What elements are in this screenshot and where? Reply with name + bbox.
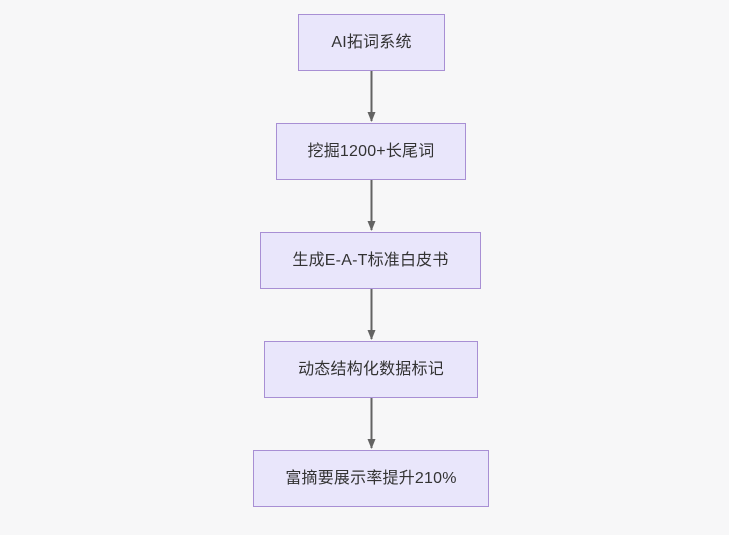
flow-node-mine-longtail-keywords[interactable]: 挖掘1200+长尾词 bbox=[276, 123, 466, 180]
flow-node-generate-eat-whitepaper[interactable]: 生成E-A-T标准白皮书 bbox=[260, 232, 481, 289]
flow-node-label: AI拓词系统 bbox=[331, 33, 412, 51]
flow-node-label: 动态结构化数据标记 bbox=[298, 360, 444, 378]
flow-node-label: 富摘要展示率提升210% bbox=[285, 469, 457, 487]
flow-node-label: 挖掘1200+长尾词 bbox=[307, 142, 435, 160]
flow-node-dynamic-structured-data-markup[interactable]: 动态结构化数据标记 bbox=[264, 341, 478, 398]
flow-node-label: 生成E-A-T标准白皮书 bbox=[292, 251, 449, 269]
flow-node-rich-snippet-impression-lift[interactable]: 富摘要展示率提升210% bbox=[253, 450, 489, 507]
flow-node-ai-keyword-system[interactable]: AI拓词系统 bbox=[298, 14, 445, 71]
